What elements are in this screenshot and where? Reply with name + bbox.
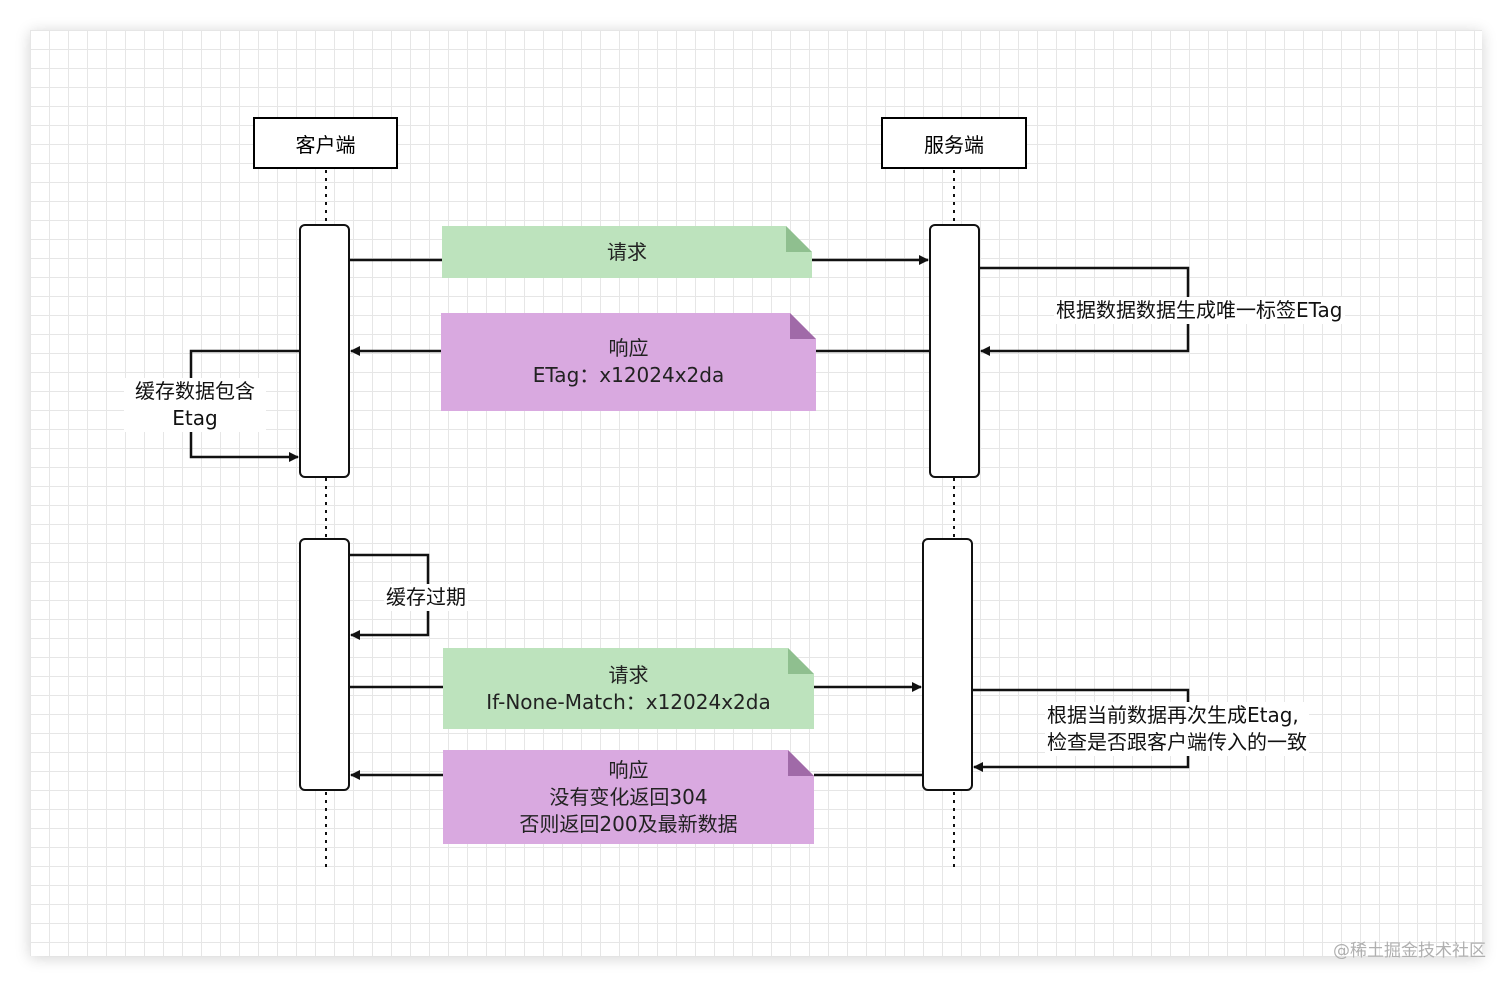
request-note-2-line-1: 请求 xyxy=(608,662,649,687)
cache-etag-label: 缓存数据包含 Etag xyxy=(124,378,266,432)
request-note-1-line-1: 请求 xyxy=(607,239,647,264)
response-note-2-line-2: 没有变化返回304 xyxy=(549,784,708,809)
response-note-2-line-3: 否则返回200及最新数据 xyxy=(519,811,738,836)
response-note-1-line-1: 响应 xyxy=(608,336,649,360)
request-note-2-line-2: If-None-Match：x12024x2da xyxy=(486,689,771,714)
server-actor-label: 服务端 xyxy=(924,132,984,157)
response-note-2: 响应 没有变化返回304 否则返回200及最新数据 xyxy=(443,750,814,844)
request-note-1: 请求 xyxy=(442,226,812,278)
request-note-2: 请求 If-None-Match：x12024x2da xyxy=(443,648,814,729)
server-actor: 服务端 xyxy=(881,117,1027,169)
response-note-1: 响应 ETag：x12024x2da xyxy=(441,313,816,411)
client-actor: 客户端 xyxy=(253,117,398,169)
client-activation-2 xyxy=(299,538,350,791)
client-actor-label: 客户端 xyxy=(295,132,356,157)
server-activation-1 xyxy=(929,224,980,478)
client-activation-1 xyxy=(299,224,350,478)
response-note-2-line-1: 响应 xyxy=(608,757,649,782)
generate-etag-label: 根据数据数据生成唯一标签ETag xyxy=(1054,297,1345,324)
check-etag-label: 根据当前数据再次生成Etag, 检查是否跟客户端传入的一致 xyxy=(1045,702,1309,756)
watermark: @稀土掘金技术社区 xyxy=(1333,941,1486,961)
response-note-1-line-2: ETag：x12024x2da xyxy=(532,363,725,387)
diagram-canvas xyxy=(30,30,1482,956)
server-activation-2 xyxy=(922,538,973,791)
cache-expired-label: 缓存过期 xyxy=(384,584,468,611)
